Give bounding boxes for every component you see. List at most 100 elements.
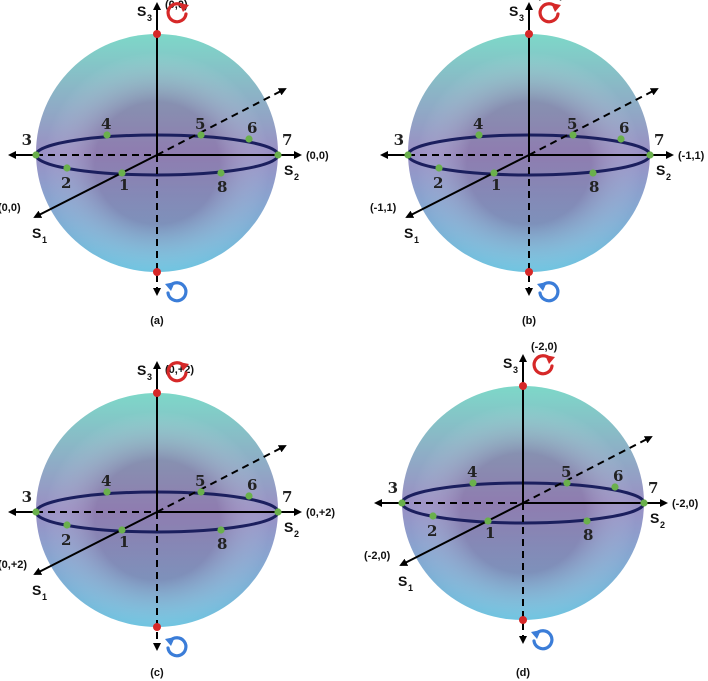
point-label-7: 7 <box>282 488 292 506</box>
north-pole <box>153 30 161 38</box>
point-label-7: 7 <box>282 131 292 149</box>
point-label-1: 1 <box>119 176 129 194</box>
point-1 <box>118 169 126 177</box>
s3-label-letter: S <box>509 3 518 19</box>
counterclockwise-arrow-icon <box>532 354 555 376</box>
s3-label-letter: S <box>137 362 146 378</box>
point-4 <box>103 488 111 496</box>
coord-label-s1: (0,+2) <box>0 559 27 571</box>
coord-label-s3: (-2,0) <box>531 341 558 353</box>
point-label-5: 5 <box>567 115 577 133</box>
clockwise-arrow-icon-head <box>537 282 547 291</box>
sphere-shading <box>410 404 636 622</box>
point-8 <box>217 169 225 177</box>
s1-axis <box>33 511 158 575</box>
s2-label-letter: S <box>284 519 293 535</box>
s3-label-subscript: 3 <box>519 13 524 23</box>
point-2 <box>429 512 437 520</box>
s1-axis-back <box>156 88 287 156</box>
s1-axis-back <box>528 88 659 156</box>
point-label-1: 1 <box>485 524 495 542</box>
coord-label-s2: (0,0) <box>306 150 329 162</box>
point-label-2: 2 <box>433 174 443 192</box>
point-label-4: 4 <box>101 115 111 133</box>
s2-label-subscript: 2 <box>660 520 665 530</box>
point-2 <box>63 164 71 172</box>
point-label-7: 7 <box>654 131 664 149</box>
coord-label-s3: (0,0) <box>165 0 188 11</box>
panel-caption: (d) <box>516 667 530 679</box>
s2-label-subscript: 2 <box>666 172 671 182</box>
point-6 <box>245 492 253 500</box>
s3-label-subscript: 3 <box>513 365 518 375</box>
point-5 <box>563 479 571 487</box>
s1-axis-back <box>156 445 287 513</box>
clockwise-arrow-icon-arc <box>538 281 560 303</box>
s2-label-subscript: 2 <box>294 172 299 182</box>
counterclockwise-arrow-icon-head <box>545 355 555 364</box>
counterclockwise-arrow-icon <box>538 2 561 24</box>
s3-label-letter: S <box>503 355 512 371</box>
s2-label-subscript: 2 <box>294 529 299 539</box>
point-3 <box>404 151 412 159</box>
clockwise-arrow-icon <box>531 629 554 651</box>
clockwise-arrow-icon <box>537 281 560 303</box>
north-pole <box>519 382 527 390</box>
counterclockwise-arrow-icon-arc <box>532 354 554 376</box>
counterclockwise-arrow-icon <box>166 2 189 24</box>
south-pole <box>153 268 161 276</box>
s1-axis <box>399 502 524 566</box>
south-pole <box>153 623 161 631</box>
s1-label-letter: S <box>32 582 41 598</box>
point-label-1: 1 <box>119 533 129 551</box>
s1-label-letter: S <box>404 225 413 241</box>
point-label-5: 5 <box>195 115 205 133</box>
s1-label-letter: S <box>398 573 407 589</box>
s1-label-letter: S <box>32 225 41 241</box>
point-label-6: 6 <box>613 467 623 485</box>
point-7 <box>274 508 282 516</box>
clockwise-arrow-icon-head <box>531 630 541 639</box>
clockwise-arrow-icon-arc <box>166 636 188 658</box>
point-8 <box>583 517 591 525</box>
point-7 <box>646 151 654 159</box>
point-label-3: 3 <box>388 479 398 497</box>
point-7 <box>640 499 648 507</box>
clockwise-arrow-icon-arc <box>532 629 554 651</box>
point-label-2: 2 <box>61 174 71 192</box>
point-label-3: 3 <box>22 488 32 506</box>
point-3 <box>32 151 40 159</box>
point-label-3: 3 <box>394 131 404 149</box>
s1-label-subscript: 1 <box>414 235 419 245</box>
counterclockwise-arrow-icon-head <box>179 3 189 12</box>
point-label-4: 4 <box>473 115 483 133</box>
point-2 <box>435 164 443 172</box>
point-label-7: 7 <box>648 479 658 497</box>
point-2 <box>63 521 71 529</box>
point-8 <box>217 526 225 534</box>
point-label-6: 6 <box>247 119 257 137</box>
point-8 <box>589 169 597 177</box>
point-6 <box>245 135 253 143</box>
clockwise-arrow-icon-arc <box>166 281 188 303</box>
point-label-6: 6 <box>619 119 629 137</box>
point-label-3: 3 <box>22 131 32 149</box>
s3-label-subscript: 3 <box>147 372 152 382</box>
point-1 <box>118 526 126 534</box>
point-label-8: 8 <box>589 178 599 196</box>
coord-label-s1: (-2,0) <box>364 550 391 562</box>
south-pole <box>525 268 533 276</box>
counterclockwise-arrow-icon-arc <box>166 2 188 24</box>
coord-label-s2: (-2,0) <box>672 498 699 510</box>
point-5 <box>197 488 205 496</box>
s2-label-letter: S <box>284 162 293 178</box>
counterclockwise-arrow-icon-arc <box>166 361 188 383</box>
point-1 <box>484 517 492 525</box>
